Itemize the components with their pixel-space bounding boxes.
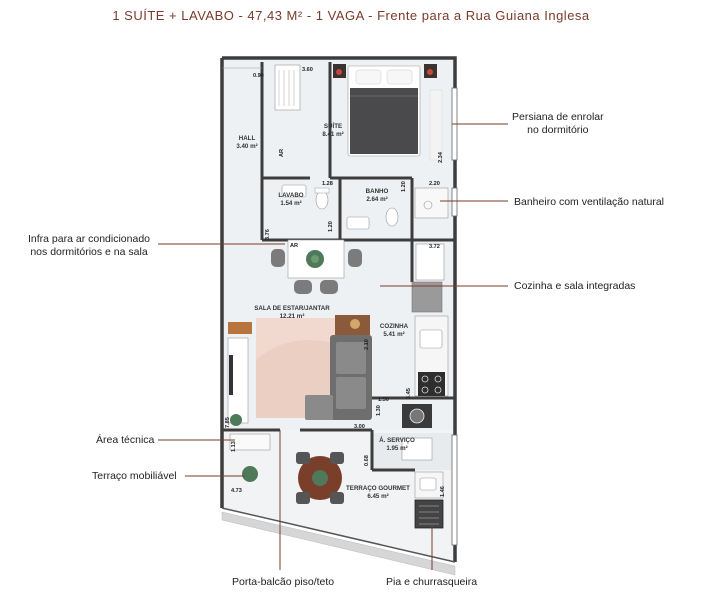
room-terraco-area: 6.45 m² <box>367 493 388 500</box>
dim-785: 7.85 <box>225 417 231 428</box>
dim-120-lavabo: 1.20 <box>328 221 334 232</box>
plan-heading: 1 SUÍTE + LAVABO - 47,43 M² - 1 VAGA - F… <box>112 8 590 23</box>
room-lavabo-name: LAVABO <box>278 192 303 199</box>
terrace-edge <box>221 507 456 563</box>
room-suite-area: 8.41 m² <box>322 131 343 138</box>
dim-372: 3.72 <box>429 244 440 250</box>
callout-cozinha: Cozinha e sala integradas <box>514 280 636 292</box>
dim-113: 1.13 <box>231 441 237 452</box>
callout-porta: Porta-balcão piso/teto <box>232 576 335 588</box>
callout-persiana-line1: Persiana de enrolar <box>512 111 604 123</box>
room-banho-area: 2.64 m² <box>366 196 387 203</box>
room-lavabo-area: 1.54 m² <box>280 200 301 207</box>
room-sala-area: 12.21 m² <box>280 313 305 320</box>
room-hall-name: HALL <box>239 135 256 142</box>
dim-150: 1.50 <box>378 397 389 403</box>
terrace-plant <box>242 466 258 482</box>
callout-infra-line1: Infra para ar condicionado <box>28 233 150 245</box>
fridge <box>411 281 443 313</box>
banho-sink <box>346 216 370 230</box>
dim-473: 4.73 <box>231 488 242 494</box>
room-suite-name: SUÍTE <box>324 122 342 130</box>
dim-376: 3.76 <box>265 229 271 240</box>
technical-area <box>229 433 271 451</box>
dim-234: 2.34 <box>438 151 444 163</box>
callout-persiana: Persiana de enrolar no dormitório <box>512 111 604 137</box>
room-hall-area: 3.40 m² <box>236 143 257 150</box>
dim-220: 2.20 <box>429 181 440 187</box>
callout-area-tecnica: Área técnica <box>96 434 155 446</box>
callout-lines <box>158 123 508 570</box>
room-servico-name: Á. SERVIÇO <box>379 437 415 444</box>
bath-window <box>451 187 458 217</box>
cooktop <box>418 372 445 396</box>
callout-infra: Infra para ar condicionado nos dormitóri… <box>28 233 150 259</box>
dim-146: 1.46 <box>440 486 446 497</box>
callout-terraco: Terraço mobiliável <box>92 470 177 482</box>
bbq-grill <box>414 499 444 529</box>
callout-persiana-line2: no dormitório <box>527 124 589 136</box>
ar-label-sala: AR <box>290 243 298 249</box>
callout-pia: Pia e churrasqueira <box>386 576 478 588</box>
callout-banheiro: Banheiro com ventilação natural <box>514 196 665 208</box>
tv-panel <box>228 322 252 334</box>
room-cozinha-name: COZINHA <box>380 323 409 330</box>
callout-infra-line2: nos dormitórios e na sala <box>30 246 148 258</box>
dim-300: 3.00 <box>354 424 365 430</box>
dim-120-banho: 1.20 <box>401 181 407 192</box>
dim-345: 3.45 <box>406 388 412 399</box>
dim-090: 0.90 <box>253 73 264 79</box>
dim-128: 1.28 <box>322 181 333 187</box>
room-banho-name: BANHO <box>366 188 389 195</box>
ar-label-hall: AR <box>279 149 285 157</box>
room-servico-area: 1.95 m² <box>386 445 407 452</box>
dim-130: 1.30 <box>376 405 382 416</box>
room-sala-name: SALA DE ESTAR/JANTAR <box>254 305 330 312</box>
suite-rug <box>429 89 443 161</box>
dim-210: 2.10 <box>364 339 370 350</box>
dim-360: 3.60 <box>302 67 313 73</box>
room-terraco-name: TERRAÇO GOURMET <box>346 485 410 492</box>
outer-walls <box>220 56 457 562</box>
dim-068: 0.68 <box>364 455 370 466</box>
room-cozinha-area: 5.41 m² <box>383 331 404 338</box>
terrace-window <box>451 434 458 546</box>
lavabo-sink <box>281 184 307 198</box>
